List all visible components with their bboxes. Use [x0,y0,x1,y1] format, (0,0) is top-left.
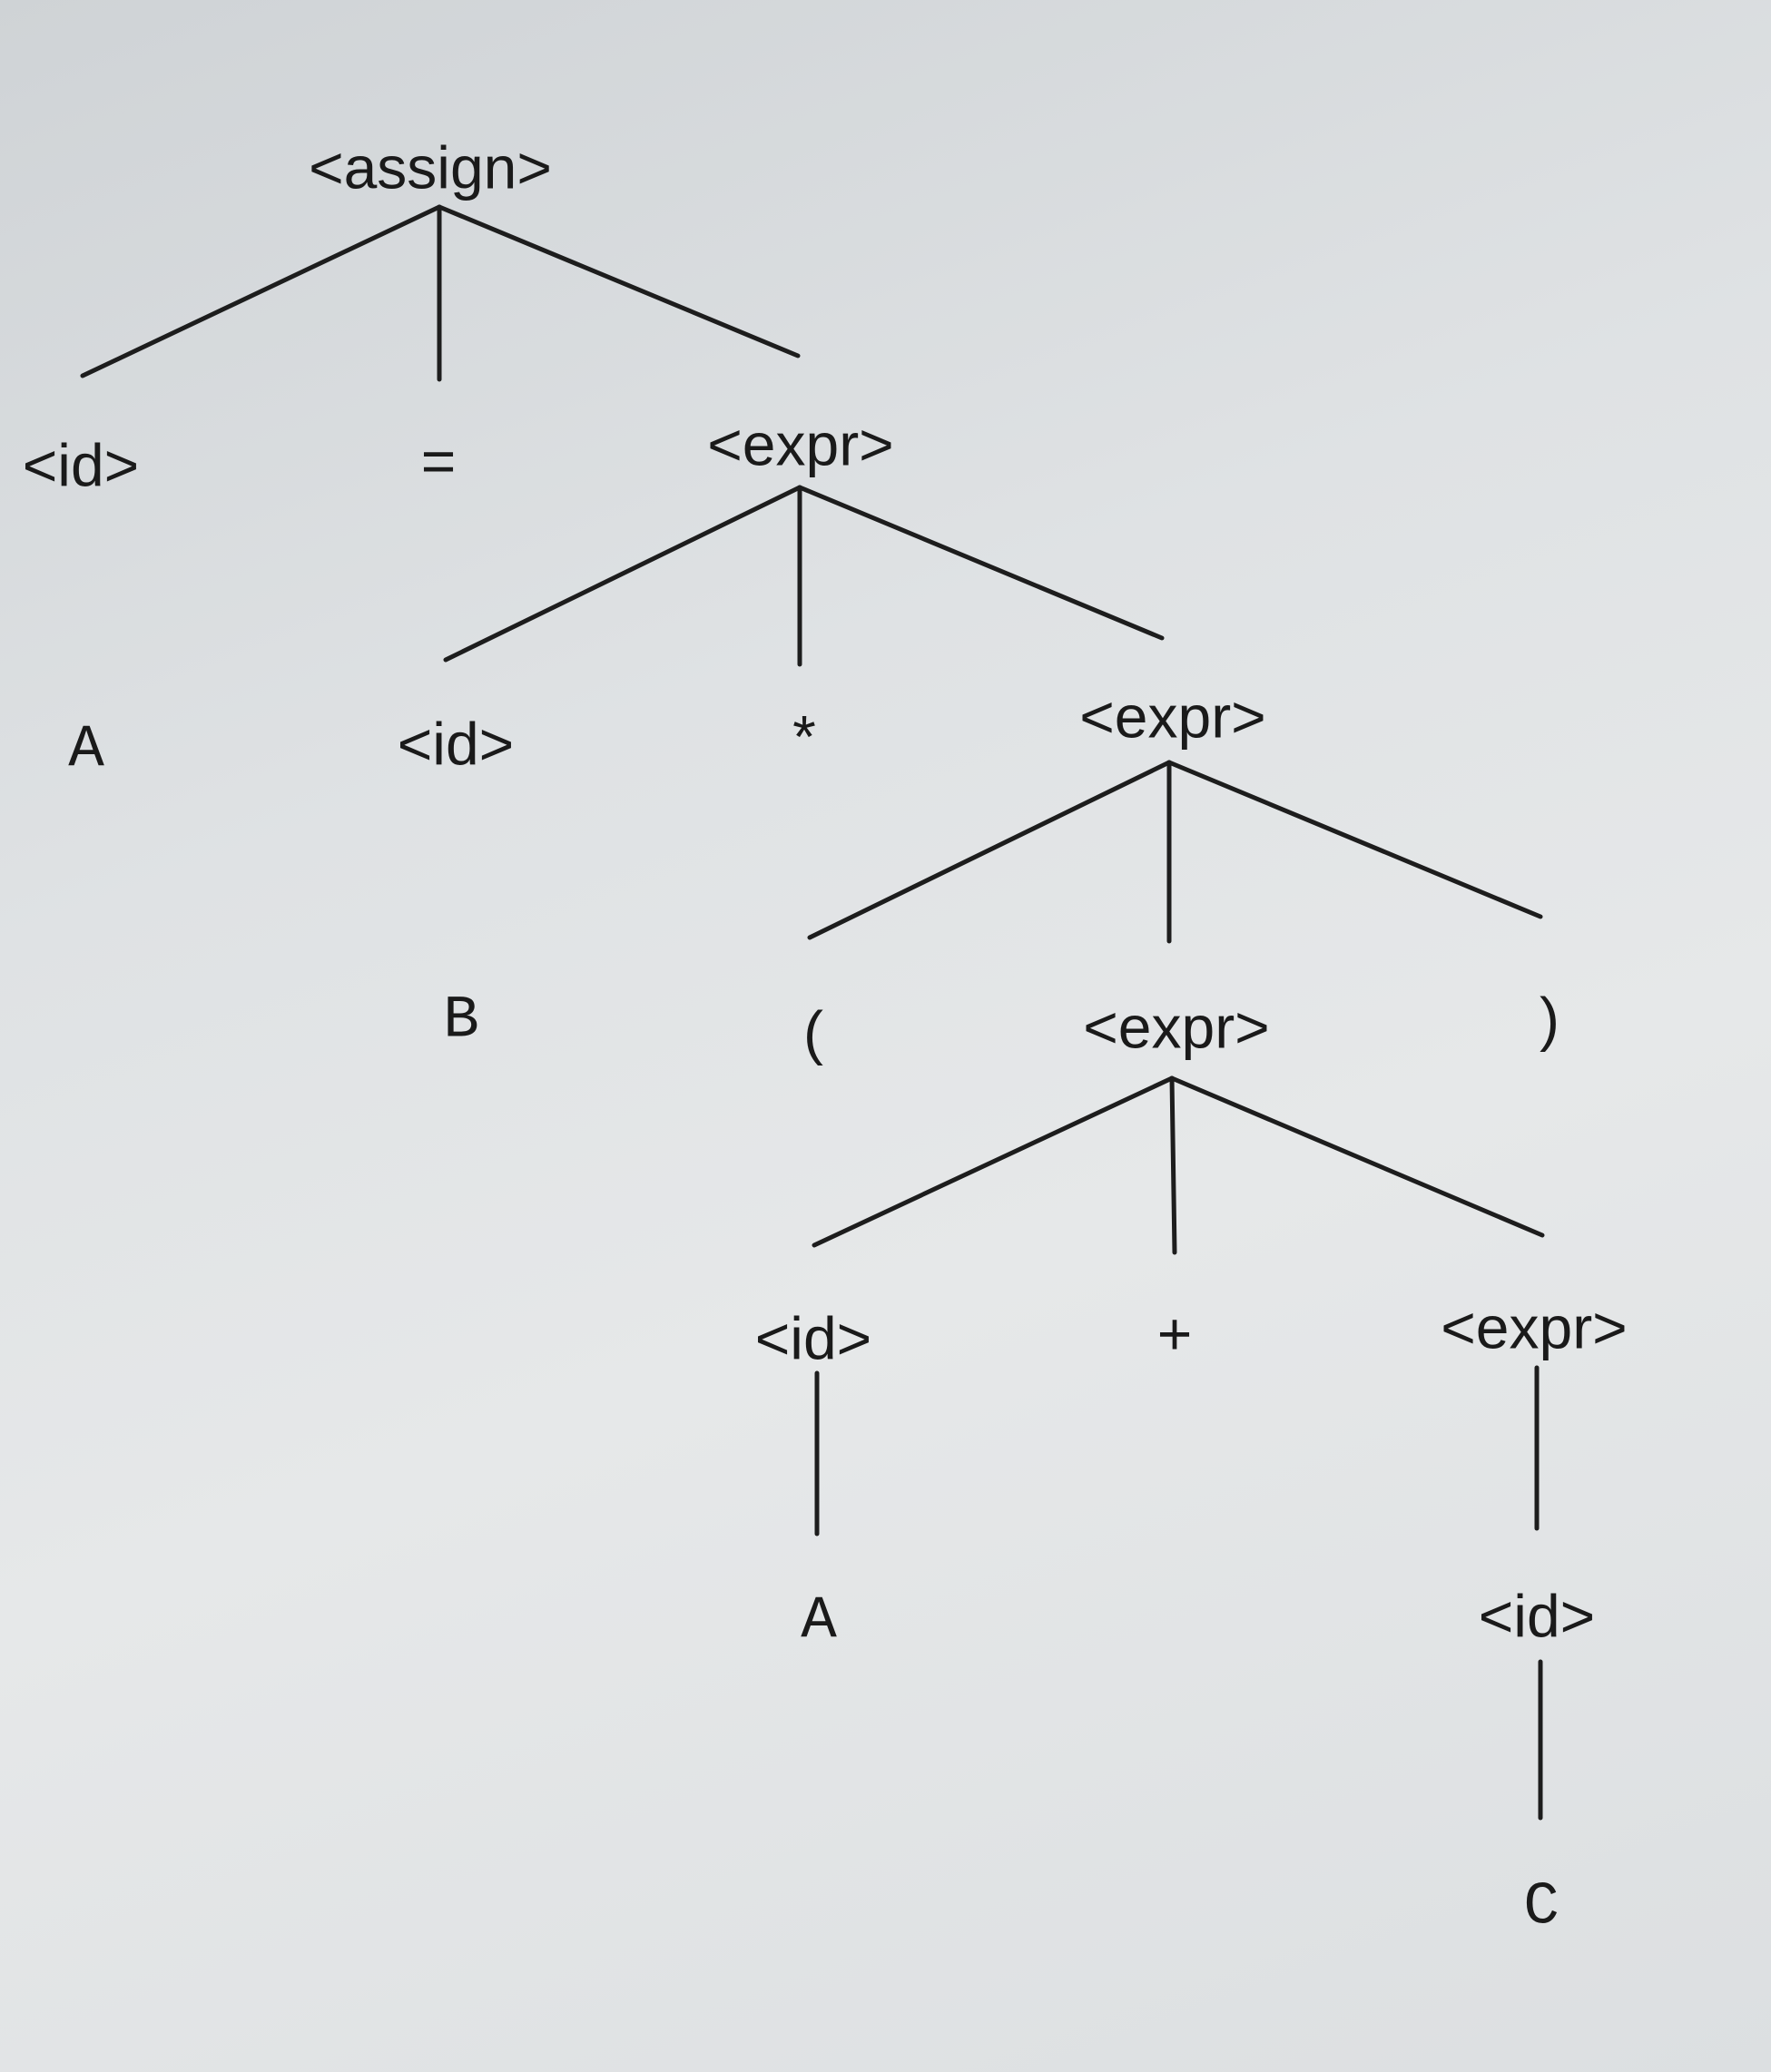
edge-n_expr3-to-n_id3 [812,1075,1175,1248]
tree-node-star: * [792,702,816,770]
tree-node-A1: A [68,715,104,783]
edge-n_expr3-to-n_expr4 [1169,1075,1545,1238]
tree-node-lparen: ( [803,998,823,1065]
tree-node-id2: <id> [398,710,514,777]
edge-n_assign-to-n_id1 [80,204,442,378]
edge-n_expr2-to-n_lparen [807,760,1172,940]
tree-node-id4: <id> [1479,1582,1595,1649]
tree-node-id3: <id> [755,1304,871,1371]
edge-n_expr1-to-n_expr2 [797,485,1165,641]
edge-n_expr3-to-n_plus [1169,1075,1177,1255]
tree-labels: <assign> <id> = <expr> A <id> * <expr> B ( <expr>)… [23,133,1628,1940]
tree-node-A2: A [801,1586,837,1655]
tree-node-rparen: ) [1540,985,1559,1052]
tree-node-eq: = [421,427,457,494]
edge-n_assign-to-n_expr1 [437,204,801,358]
tree-node-assign: <assign> [309,133,552,201]
tree-node-B: B [443,986,479,1054]
tree-node-C: C [1523,1872,1559,1940]
tree-node-expr4: <expr> [1441,1293,1627,1360]
tree-node-expr3: <expr> [1083,993,1269,1060]
tree-node-expr1: <expr> [707,410,893,477]
tree-node-plus: + [1157,1300,1193,1367]
edge-n_expr1-to-n_id2 [443,485,802,663]
tree-edges [80,204,1545,1821]
tree-node-expr2: <expr> [1079,682,1265,750]
tree-node-id1: <id> [23,431,139,498]
edge-n_expr2-to-n_rparen [1166,760,1543,919]
